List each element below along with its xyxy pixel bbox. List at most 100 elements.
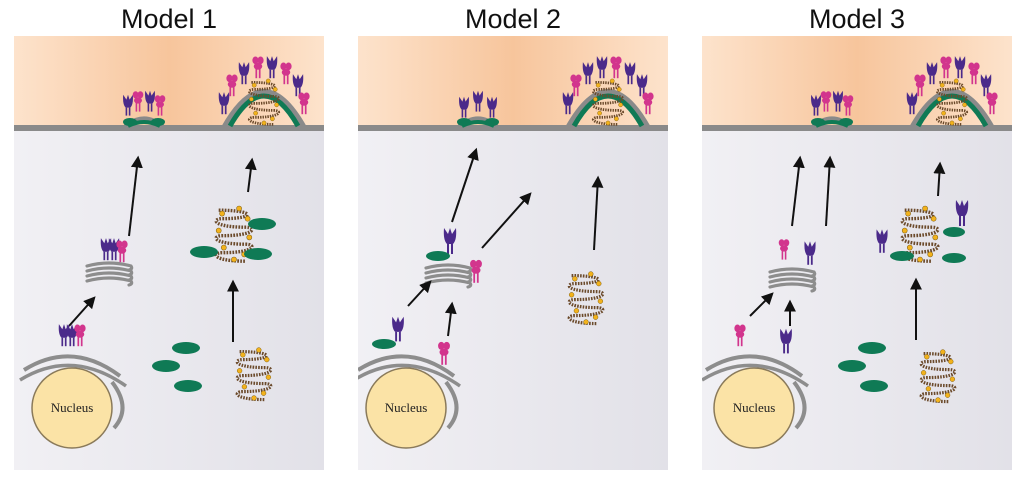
panel-title: Model 3: [808, 4, 906, 34]
er-membrane: [358, 354, 456, 378]
model-3-panel: Model 3 Nucleus: [702, 0, 1012, 481]
green-vesicle: [457, 118, 471, 126]
nucleus: [713, 367, 795, 449]
purple-receptor-icon: [487, 96, 497, 118]
nucleus: [365, 367, 447, 449]
magenta-receptor-icon: [570, 74, 582, 97]
magenta-receptor-icon: [610, 56, 622, 79]
green-vesicle: [858, 342, 886, 354]
golgi-stack: [768, 267, 817, 293]
er-membrane: [792, 380, 807, 430]
nucleus-label: Nucleus: [733, 400, 776, 415]
green-vesicle: [838, 360, 866, 372]
green-vesicle: [890, 251, 914, 261]
nucleus: [31, 367, 113, 449]
magenta-receptor-icon: [438, 341, 450, 365]
magenta-receptor-icon: [986, 92, 998, 115]
transport-arrow: [444, 301, 457, 337]
green-vesicle: [172, 342, 200, 354]
purple-receptor-icon: [582, 62, 594, 85]
purple-receptor-icon: [392, 316, 404, 342]
golgi-stack: [85, 261, 134, 287]
purple-receptor-icon: [459, 96, 469, 118]
magenta-receptor-icon: [226, 74, 238, 97]
purple-receptor-icon: [926, 62, 938, 85]
er-membrane: [19, 363, 128, 388]
magenta-receptor-icon: [280, 62, 292, 85]
model-3-diagram: Nucleus: [702, 36, 1012, 470]
transport-arrow: [128, 155, 143, 237]
model-2-panel: Model 2 Nucleus: [358, 0, 668, 481]
green-vesicle: [943, 227, 965, 237]
transport-arrow: [451, 147, 479, 223]
purple-receptor-icon: [906, 92, 918, 115]
green-vesicle: [244, 248, 272, 260]
magenta-receptor-icon: [470, 259, 482, 283]
transport-arrow: [68, 296, 96, 327]
magenta-receptor-icon: [914, 74, 926, 97]
extracellular-space: [702, 36, 1012, 128]
model-1-diagram: Nucleus: [14, 36, 324, 470]
er-membrane: [702, 363, 810, 388]
nucleus-label: Nucleus: [51, 400, 94, 415]
plasma-membrane: [358, 125, 668, 131]
magenta-receptor-icon: [842, 95, 854, 116]
magenta-receptor-icon: [298, 92, 310, 115]
transport-arrow: [823, 155, 836, 227]
coiled-protein: [247, 78, 281, 126]
membrane-bud: [221, 89, 307, 130]
green-vesicle: [123, 118, 137, 126]
purple-receptor-icon: [624, 62, 636, 85]
magenta-receptor-icon: [734, 324, 746, 347]
purple-receptor-icon: [562, 92, 574, 115]
purple-receptor-icon: [443, 228, 457, 254]
purple-receptor-icon: [266, 56, 278, 79]
magenta-receptor-icon: [968, 62, 980, 85]
green-vesicle: [860, 380, 888, 392]
transport-arrow: [244, 157, 257, 193]
plasma-membrane: [14, 125, 324, 131]
green-vesicle: [151, 118, 165, 126]
transport-arrow: [591, 175, 604, 251]
green-vesicle: [942, 253, 966, 263]
panel-title: Model 1: [120, 4, 218, 34]
green-vesicle: [152, 360, 180, 372]
green-vesicle: [248, 218, 276, 230]
green-vesicle: [426, 251, 450, 261]
membrane-bud: [909, 89, 995, 130]
magenta-receptor-icon: [778, 239, 790, 260]
er-membrane: [22, 354, 122, 378]
magenta-receptor-icon: [940, 56, 952, 79]
purple-receptor-icon: [780, 328, 792, 354]
purple-receptor-icon: [473, 90, 483, 112]
purple-receptor-icon: [66, 324, 78, 347]
extracellular-space: [14, 36, 324, 128]
magenta-receptor-icon: [132, 91, 144, 112]
coiled-protein: [919, 349, 957, 404]
green-vesicle: [485, 118, 499, 126]
purple-receptor-icon: [833, 90, 843, 112]
transport-arrow: [481, 192, 532, 249]
purple-receptor-icon: [804, 241, 816, 265]
plasma-membrane: [702, 125, 1012, 131]
magenta-receptor-icon: [642, 92, 654, 115]
purple-receptor-icon: [58, 324, 70, 347]
purple-receptor-icon: [955, 200, 969, 226]
purple-receptor-icon: [100, 238, 112, 261]
coiled-protein: [235, 347, 273, 402]
transport-arrow: [791, 155, 805, 227]
purple-receptor-icon: [596, 56, 608, 79]
golgi-stack: [424, 263, 473, 289]
purple-receptor-icon: [218, 92, 230, 115]
er-membrane: [704, 354, 804, 378]
transport-arrow: [407, 280, 432, 307]
green-vesicle: [372, 339, 396, 349]
purple-receptor-icon: [876, 229, 888, 253]
transport-arrow: [749, 292, 774, 317]
coiled-protein: [567, 271, 605, 326]
panel-title: Model 2: [464, 4, 562, 34]
purple-receptor-icon: [123, 94, 133, 116]
green-vesicle: [811, 118, 825, 126]
nucleus-label: Nucleus: [385, 400, 428, 415]
membrane-bud: [565, 89, 651, 130]
